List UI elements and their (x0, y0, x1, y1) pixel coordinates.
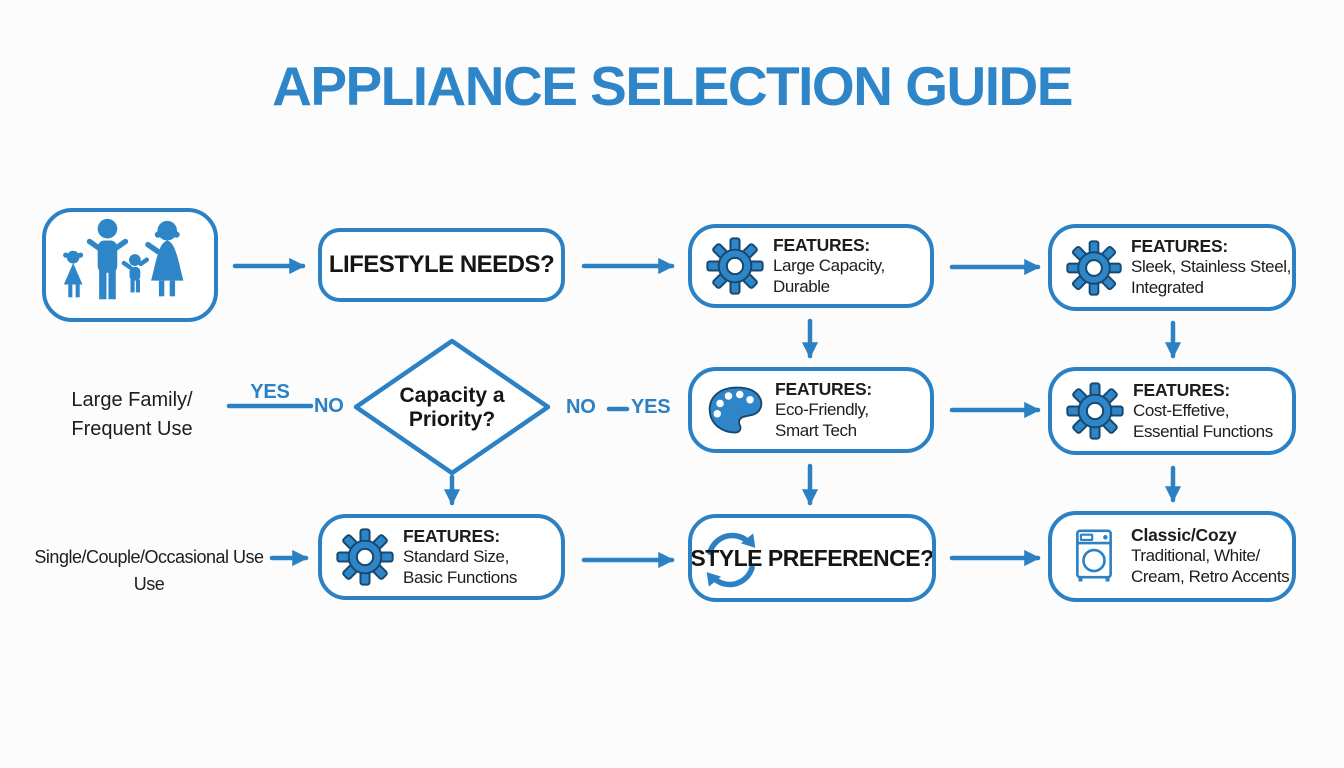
classic-heading: Classic/Cozy (1131, 525, 1237, 546)
gear-icon (336, 528, 394, 586)
gear-icon (706, 237, 764, 295)
family-icon (54, 214, 206, 317)
yes-label-left: YES (250, 381, 290, 403)
features-standard-node: FEATURES: Standard Size, Basic Functions (318, 514, 565, 600)
washing-machine-icon (1066, 528, 1122, 586)
features-heading: FEATURES: (775, 378, 873, 399)
features-line: Durable (773, 276, 830, 296)
family-node (42, 208, 218, 322)
lifestyle-needs-node: LIFESTYLE NEEDS? (318, 228, 565, 302)
no-label-right: NO (566, 396, 596, 418)
style-preference-label: STYLE PREFERENCE? (690, 544, 934, 571)
features-heading: FEATURES: (1131, 236, 1229, 257)
features-sleek-node: FEATURES: Sleek, Stainless Steel, Integr… (1048, 224, 1296, 311)
features-eco-node: FEATURES: Eco-Friendly, Smart Tech (688, 367, 934, 453)
features-line: Sleek, Stainless Steel, (1131, 257, 1291, 277)
features-line: Integrated (1131, 278, 1204, 298)
classic-cozy-node: Classic/Cozy Traditional, White/ Cream, … (1048, 511, 1296, 602)
single-couple-label: Single/Couple/Occasional Use Use (34, 547, 264, 594)
gear-icon (1066, 239, 1122, 296)
features-heading: FEATURES: (773, 234, 871, 255)
features-line: Cost-Effetive, (1133, 400, 1230, 420)
features-line: Large Capacity, (773, 255, 885, 275)
cycle-icon (700, 529, 762, 597)
features-line: Essential Functions (1133, 421, 1273, 441)
features-large-capacity-node: FEATURES: Large Capacity, Durable (688, 224, 934, 308)
features-line: Eco-Friendly, (775, 399, 869, 419)
classic-line: Traditional, White/ (1131, 546, 1260, 566)
features-line: Smart Tech (775, 420, 857, 440)
large-family-label: Large Family/ Frequent Use (71, 389, 193, 440)
decision-diamond (353, 338, 551, 476)
gear-icon (1066, 382, 1124, 440)
lifestyle-needs-label: LIFESTYLE NEEDS? (328, 251, 555, 278)
palette-icon (706, 383, 766, 437)
style-preference-node: STYLE PREFERENCE? (688, 514, 936, 602)
features-cost-node: FEATURES: Cost-Effetive, Essential Funct… (1048, 367, 1296, 455)
page-title: APPLIANCE SELECTION GUIDE (272, 55, 1073, 117)
features-line: Basic Functions (403, 567, 517, 587)
features-heading: FEATURES: (1133, 379, 1231, 400)
features-heading: FEATURES: (403, 525, 501, 546)
classic-line: Cream, Retro Accents (1131, 567, 1290, 587)
no-label-left: NO (314, 395, 344, 417)
decision-label: Capacity a Priority? (399, 384, 505, 432)
yes-label-right: YES (631, 396, 671, 418)
features-line: Standard Size, (403, 546, 509, 566)
